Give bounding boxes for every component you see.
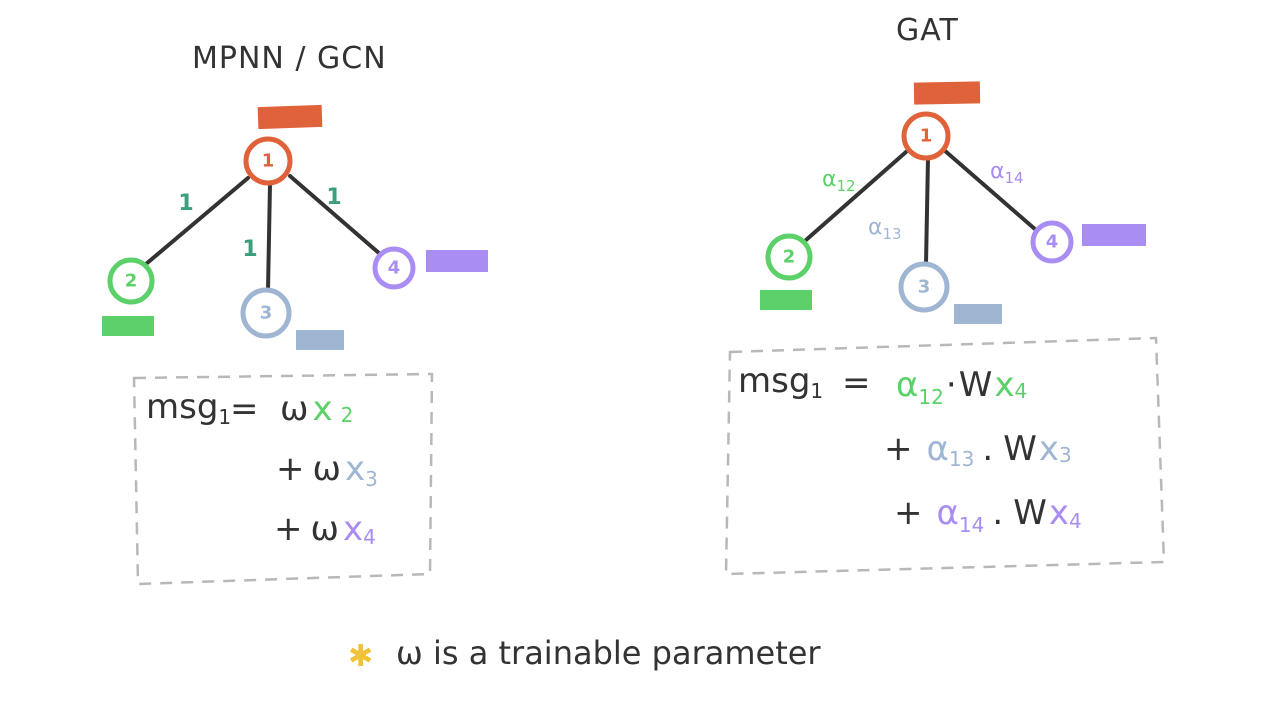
node-1-feature-bar <box>257 104 323 130</box>
gat-edge-1-4 <box>942 148 1038 232</box>
edge-1-3 <box>266 182 272 292</box>
gat-node-4-circle <box>1030 220 1074 264</box>
node-2-circle <box>107 257 155 305</box>
right-eq-row-3: +α14.Wx4 <box>894 493 1082 537</box>
edge-1-3-weight: 1 <box>242 237 257 262</box>
left-equation-box <box>132 372 434 586</box>
left-title: MPNN / GCN <box>192 41 387 76</box>
gat-node-2-circle <box>765 233 813 281</box>
footer-note: ω is a trainable parameter <box>396 634 821 672</box>
node-1-label: 1 <box>262 151 275 172</box>
left-eq-equals: = <box>230 389 259 429</box>
node-3-label: 3 <box>260 303 273 324</box>
edge-1-2-weight: 1 <box>178 191 193 216</box>
right-title: GAT <box>896 13 959 48</box>
node-2-feature-bar <box>102 316 154 336</box>
gat-node-1-label: 1 <box>920 126 933 147</box>
edge-1-4-weight: 1 <box>326 185 341 210</box>
right-eq-lhs: msg1 <box>738 361 823 403</box>
node-2-label: 2 <box>125 271 138 292</box>
node-3-feature-bar <box>296 330 344 350</box>
gat-node-3-feature-bar <box>954 304 1002 324</box>
gat-edge-1-4-alpha: α14 <box>990 159 1024 187</box>
right-equation-box <box>724 336 1166 576</box>
right-eq-row-2: +α13.Wx3 <box>884 429 1072 471</box>
gat-edge-1-2-alpha: α12 <box>822 167 856 195</box>
gat-node-2-label: 2 <box>783 247 796 268</box>
star-icon: ✱ <box>348 639 373 674</box>
gat-node-1-feature-bar <box>913 81 981 105</box>
gat-node-2-feature-bar <box>760 290 812 310</box>
edge-1-4 <box>288 174 382 256</box>
left-eq-lhs: msg1 <box>146 387 231 429</box>
edge-1-2 <box>144 176 250 266</box>
node-4-circle <box>372 246 416 290</box>
gat-node-4-label: 4 <box>1046 232 1059 253</box>
node-3-circle <box>240 287 292 339</box>
right-eq-equals: = <box>842 363 871 403</box>
gat-edge-1-3-alpha: α13 <box>868 215 902 243</box>
gat-node-4-feature-bar <box>1082 224 1146 246</box>
gat-edge-1-2 <box>804 150 908 242</box>
gat-edge-1-3 <box>924 156 930 266</box>
gat-node-3-circle <box>898 261 950 313</box>
gat-node-1-circle <box>901 111 951 161</box>
node-4-label: 4 <box>388 258 401 279</box>
node-4-feature-bar <box>426 250 488 272</box>
right-eq-row-1: α12·Wx4 <box>896 365 1027 409</box>
gat-node-3-label: 3 <box>918 277 931 298</box>
node-1-circle <box>243 136 293 186</box>
